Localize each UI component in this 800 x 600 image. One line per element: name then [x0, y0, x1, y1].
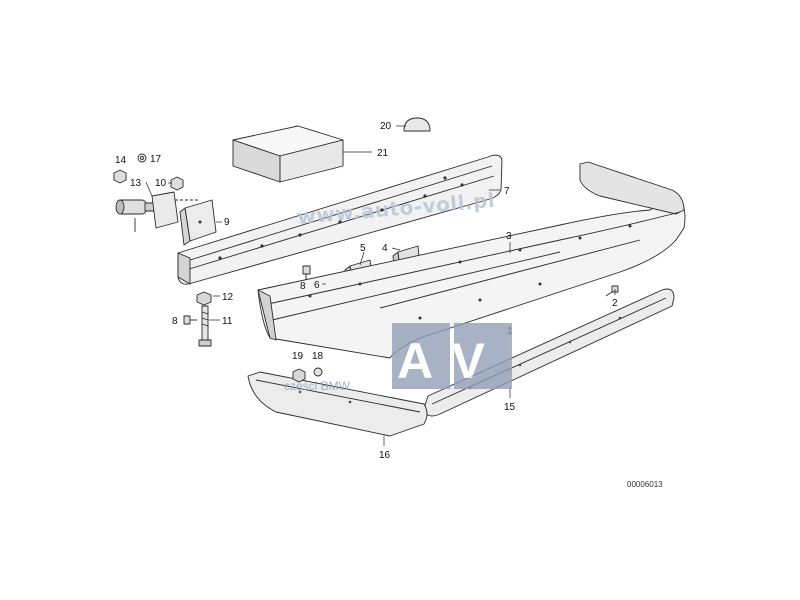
svg-text:części BMW: części BMW [284, 379, 351, 393]
label-part-11: 11 [222, 316, 233, 327]
label-part-15: 15 [504, 402, 516, 413]
part-19-nut [292, 368, 306, 383]
part-2-screw [605, 285, 619, 297]
label-part-20: 20 [380, 121, 392, 132]
part-21-kit-box [232, 125, 344, 183]
label-part-14: 14 [115, 155, 127, 166]
part-17-washer [137, 153, 147, 163]
part-1-bumper-shell [257, 161, 686, 359]
label-part-13: 13 [130, 178, 142, 189]
part-10-nut [170, 176, 184, 191]
watermark-logo: AV części BMW [284, 323, 512, 393]
part-8-screw-upper [302, 265, 311, 280]
label-part-3: 3 [506, 231, 512, 242]
label-part-7: 7 [504, 186, 510, 197]
part-8-screw-lower [183, 315, 197, 325]
label-part-6: 6 [314, 280, 320, 291]
label-part-17: 17 [150, 154, 162, 165]
label-part-9: 9 [224, 217, 230, 228]
part-11-bolt [198, 305, 212, 347]
part-14-nut [113, 169, 127, 184]
label-part-19: 19 [292, 351, 304, 362]
label-part-8-lower: 8 [172, 316, 178, 327]
part-20-cap [403, 117, 431, 132]
part-7-bumper-carrier [177, 154, 503, 285]
label-part-2: 2 [612, 298, 618, 309]
label-part-4: 4 [382, 243, 388, 254]
label-part-10: 10 [155, 178, 167, 189]
label-part-12: 12 [222, 292, 234, 303]
svg-text:AV: AV [397, 333, 507, 389]
part-9-bracket [170, 199, 217, 246]
label-part-5: 5 [360, 243, 366, 254]
label-part-18: 18 [312, 351, 324, 362]
part-13-damper [115, 191, 179, 232]
part-18-clip [313, 367, 323, 377]
label-part-21: 21 [377, 148, 389, 159]
doc-number: 00006013 [627, 480, 663, 489]
part-16-trim-left [247, 371, 428, 437]
part-12-nut [196, 291, 212, 306]
label-part-8-upper: 8 [300, 281, 306, 292]
label-part-16: 16 [379, 450, 391, 461]
